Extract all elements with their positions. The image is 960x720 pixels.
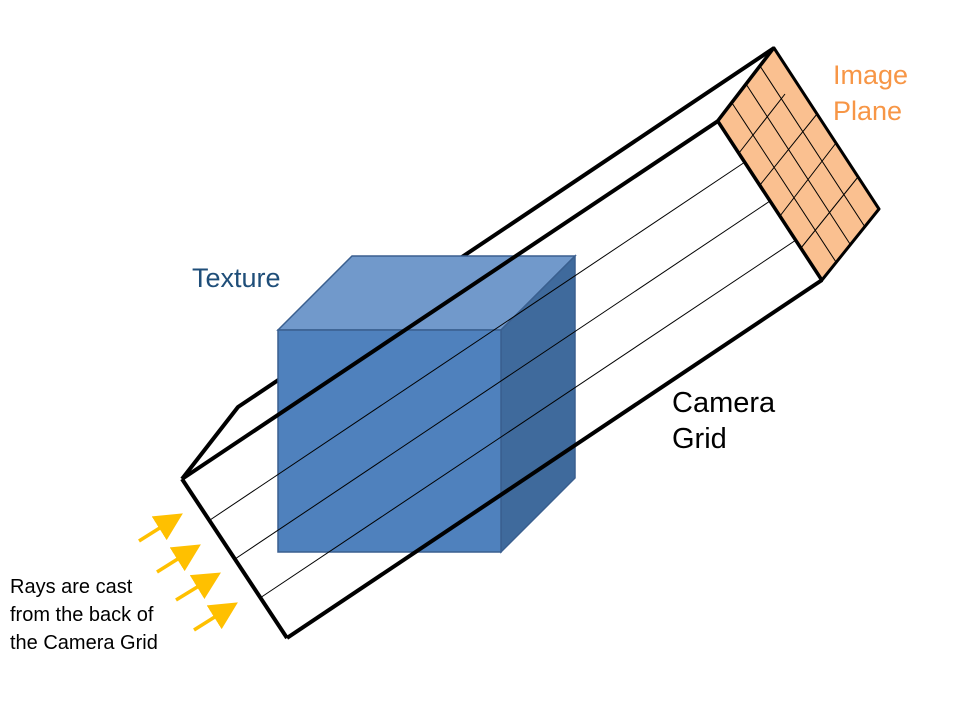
camera-grid-bottom-edge [285,278,824,640]
image-plane-label-line: Plane [833,96,903,126]
rays-note-line: the Camera Grid [10,632,158,654]
image-plane-grid-lines [731,65,866,263]
camera-grid-label-line: Camera [672,387,776,419]
camera-grid-ray-lines [209,161,797,599]
image-plane-row-line [759,65,866,228]
rays-note-line: Rays are cast [10,576,133,598]
camera-grid-top-edge [180,119,720,481]
ray-arrow [175,572,221,602]
camera-grid-back-top-edge [180,46,776,481]
texture-cube-front [277,329,502,553]
ray-arrow [138,513,183,543]
rays-note-label: Rays are cast from the back of the Camer… [10,573,158,657]
image-plane-col-line [759,113,818,186]
ray-line [209,161,746,521]
image-plane-col-line [738,93,786,154]
rays-note-line: from the back of [10,604,154,626]
camera-grid-box-back [180,46,776,481]
image-plane-label-line: Image [833,60,909,90]
texture-cube [276,254,577,554]
image-plane-col-line [779,142,837,217]
camera-grid-label-line: Grid [672,423,727,455]
image-plane-label: Image Plane [833,57,908,129]
camera-grid-label: Camera Grid [672,385,775,457]
ray-arrow [156,544,201,574]
camera-grid-back-face-edge [180,477,289,640]
ray-line [234,200,771,560]
image-plane [716,46,881,282]
image-plane-row-line [745,83,851,245]
ray-line [259,239,797,599]
image-plane-row-line [731,102,837,263]
ray-arrows [138,513,238,632]
image-plane-col-line [800,176,859,249]
texture-label: Texture [192,263,281,293]
ray-arrow [193,602,238,632]
